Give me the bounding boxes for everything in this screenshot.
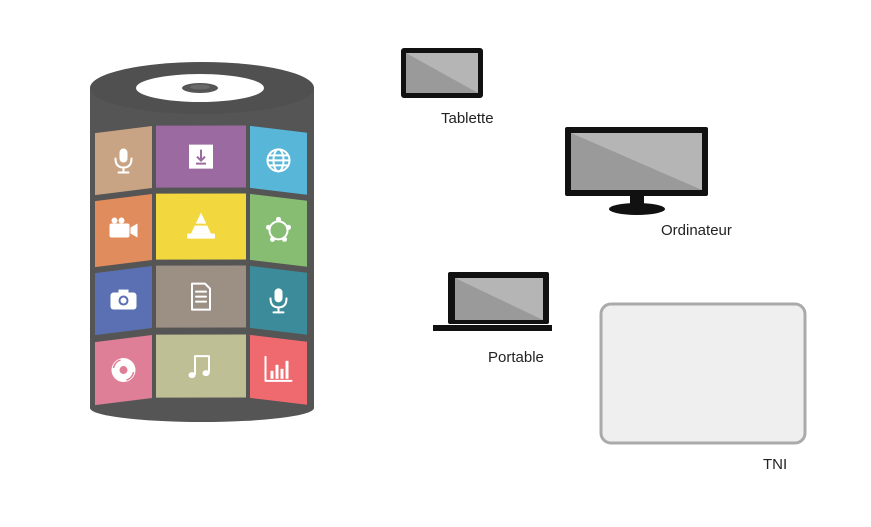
media-tile (250, 334, 307, 405)
media-tile (156, 265, 246, 328)
whiteboard-icon (599, 302, 807, 445)
media-tile (250, 125, 307, 195)
storage-cylinder (90, 62, 314, 422)
media-tile (156, 125, 246, 188)
tile-background (250, 193, 307, 267)
media-tile (250, 193, 307, 267)
music-note-icon (188, 355, 210, 379)
tablet-device (401, 48, 483, 98)
laptop-screen-shade (455, 278, 543, 320)
bar-chart-icon (264, 355, 293, 382)
cylinder-bottom (90, 394, 314, 422)
media-tile (95, 125, 152, 196)
document-icon (191, 282, 211, 311)
download-icon (189, 144, 213, 169)
tile-grid (95, 125, 307, 406)
laptop-label: Portable (488, 349, 544, 366)
camera-icon (110, 289, 137, 310)
monitor-screen-shade (571, 133, 702, 190)
microphone-icon (269, 288, 288, 314)
laptop-base (433, 325, 552, 331)
media-tile (250, 265, 307, 335)
globe-icon (266, 148, 291, 173)
disc-icon (111, 358, 136, 383)
microphone-icon (114, 148, 133, 174)
disc-spindle (190, 84, 210, 90)
monitor-neck (630, 196, 644, 204)
share-circle-icon (266, 216, 291, 242)
laptop-device (433, 272, 552, 331)
tile-background (156, 334, 246, 398)
computer-label: Ordinateur (661, 222, 732, 239)
media-tile (156, 193, 246, 260)
media-tile (95, 265, 152, 336)
monitor-device (565, 127, 708, 215)
monitor-stand (609, 203, 665, 215)
video-camera-icon (109, 217, 138, 238)
tablet-screen-shade (406, 53, 478, 93)
media-tile (95, 193, 152, 268)
whiteboard-label: TNI (763, 456, 788, 473)
media-tile (95, 334, 152, 406)
tablet-label: Tablette (441, 110, 494, 127)
media-tile (156, 334, 246, 398)
vlc-cone-icon (187, 212, 215, 239)
